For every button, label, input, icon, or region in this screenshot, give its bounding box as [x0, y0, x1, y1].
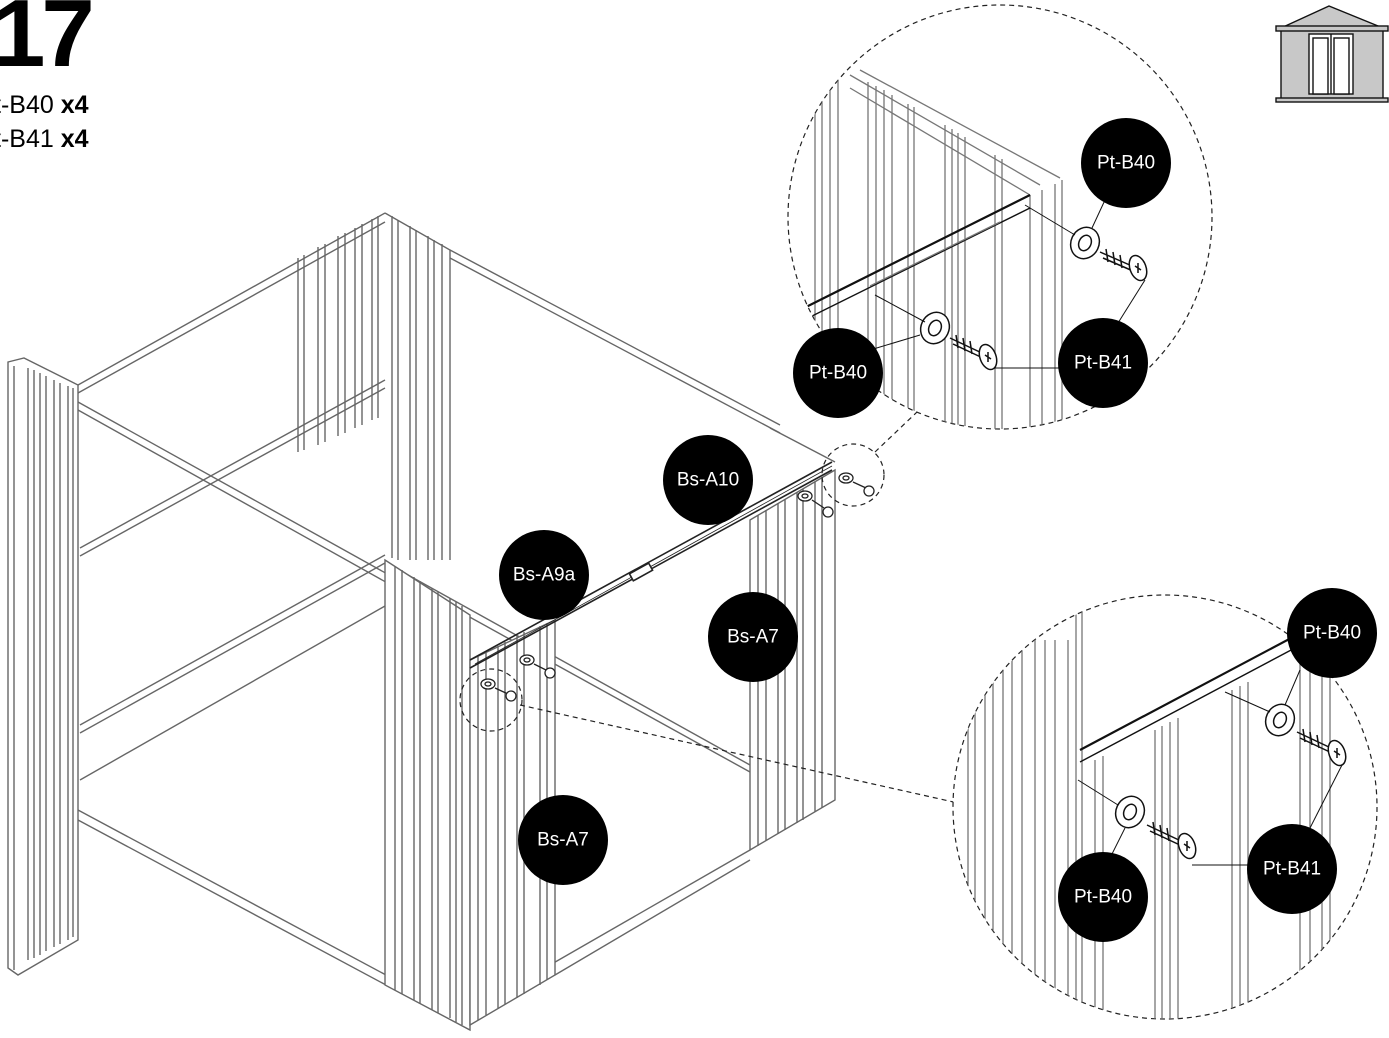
screw-icon [533, 663, 556, 679]
callout-pt-b40-bottom-left: Pt-B40 [1058, 852, 1148, 942]
callout-bs-a10: Bs-A10 [663, 435, 753, 525]
washer-icon [797, 490, 813, 502]
washer-icon [838, 472, 854, 484]
left-wall-panel [7, 357, 79, 976]
callout-label: Bs-A7 [537, 830, 589, 851]
zoom-circle-left [459, 668, 523, 732]
part-quantity: x4 [60, 125, 89, 153]
callout-bs-a7-front: Bs-A7 [518, 795, 608, 885]
front-wall-panel [384, 558, 556, 1032]
callout-pt-b41-top: Pt-B41 [1058, 318, 1148, 408]
back-left-wall [77, 212, 386, 781]
callout-pt-b41-bottom: Pt-B41 [1247, 824, 1337, 914]
callout-label: Bs-A9a [513, 565, 576, 586]
callout-label: Pt-B40 [809, 363, 867, 384]
callout-label: Pt-B40 [1074, 887, 1132, 908]
callout-label: Pt-B41 [1074, 353, 1132, 374]
callout-bs-a9a: Bs-A9a [499, 530, 589, 620]
callout-pt-b40-top-right: Pt-B40 [1081, 118, 1171, 208]
parts-list-item: t-B41 x4 [0, 122, 89, 156]
washer-icon [480, 678, 496, 690]
main-fasteners [480, 472, 875, 702]
screw-icon [949, 334, 998, 371]
callout-pt-b40-top-left: Pt-B40 [793, 328, 883, 418]
washer-icon [1114, 795, 1146, 829]
callout-pt-b40-bottom-top: Pt-B40 [1287, 588, 1377, 678]
screw-icon [852, 481, 875, 497]
screw-icon [1099, 248, 1148, 282]
washer-icon [919, 311, 951, 345]
callout-label: Bs-A7 [727, 627, 779, 648]
back-right-wall [384, 212, 781, 560]
washer-icon [519, 654, 535, 666]
callout-label: Pt-B41 [1263, 859, 1321, 880]
callout-label: Pt-B40 [1303, 623, 1361, 644]
right-wall-panel [749, 427, 836, 852]
callout-label: Bs-A10 [677, 470, 739, 491]
part-quantity: x4 [60, 91, 89, 119]
shed-frame [7, 212, 836, 1032]
screw-icon [494, 687, 517, 702]
shed-front-icon [1275, 5, 1389, 103]
screw-icon [811, 499, 834, 518]
zoom-leader-bottom [519, 704, 959, 804]
callout-label: Pt-B40 [1097, 153, 1155, 174]
callout-bs-a7-right: Bs-A7 [708, 592, 798, 682]
washer-icon [1069, 226, 1101, 260]
zoom-circle-right [821, 443, 885, 507]
screw-icon [1146, 821, 1197, 860]
door-header-beam [469, 461, 833, 669]
step-number: 17 [0, 0, 95, 87]
parts-list-item: t-B40 x4 [0, 88, 89, 122]
part-id: t-B41 [0, 125, 54, 153]
washer-icon [1264, 703, 1296, 737]
parts-list: t-B40 x4 t-B41 x4 [0, 88, 89, 156]
part-id: t-B40 [0, 91, 54, 119]
